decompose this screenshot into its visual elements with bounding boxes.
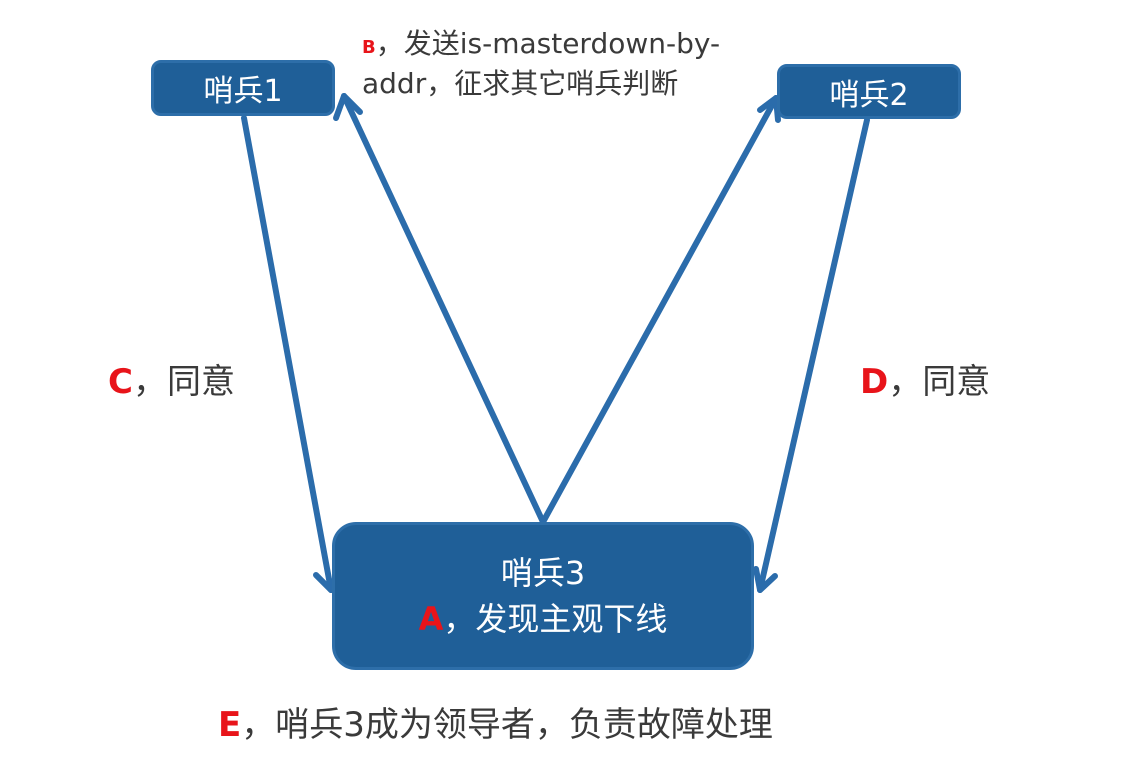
sentinel-3-status: A，发现主观下线 bbox=[419, 596, 668, 642]
arrow-c-to-sentinel-3 bbox=[241, 115, 334, 593]
step-c-letter: C bbox=[108, 362, 133, 402]
arrow-b-to-sentinel-1 bbox=[341, 93, 546, 525]
arrow-d-to-sentinel-3 bbox=[757, 117, 870, 593]
step-b-line-1: B，发送is-masterdown-by- bbox=[362, 26, 720, 66]
step-d-letter: D bbox=[860, 362, 889, 402]
step-c-text: ，同意 bbox=[132, 362, 235, 402]
sentinel-1-label: 哨兵1 bbox=[203, 74, 283, 109]
arrow-b-to-sentinel-2 bbox=[540, 95, 779, 525]
step-e-text: ，哨兵3成为领导者，负责故障处理 bbox=[241, 705, 773, 745]
step-a-letter: A bbox=[418, 600, 444, 638]
step-a-text: ，发现主观下线 bbox=[443, 600, 668, 638]
step-b-label: B，发送is-masterdown-by- addr，征求其它哨兵判断 bbox=[362, 26, 720, 102]
step-b-text-1: ，发送is-masterdown-by- bbox=[375, 27, 721, 60]
sentinel-3-node: 哨兵3 A，发现主观下线 bbox=[332, 522, 754, 670]
step-b-letter: B bbox=[362, 37, 376, 58]
arrow-b-to-sentinel-1-head bbox=[333, 93, 363, 121]
step-e-label: E，哨兵3成为领导者，负责故障处理 bbox=[218, 697, 773, 746]
arrow-d-to-sentinel-3-head bbox=[753, 566, 778, 593]
sentinel-2-node: 哨兵2 bbox=[777, 64, 961, 119]
step-e-letter: E bbox=[218, 705, 242, 745]
step-c-label: C，同意 bbox=[108, 354, 235, 403]
step-b-line-2: addr，征求其它哨兵判断 bbox=[362, 67, 679, 100]
sentinel-3-label: 哨兵3 bbox=[500, 553, 586, 592]
step-d-label: D，同意 bbox=[860, 354, 990, 403]
sentinel-1-node: 哨兵1 bbox=[151, 60, 335, 116]
sentinel-2-label: 哨兵2 bbox=[829, 77, 909, 113]
step-d-text: ，同意 bbox=[888, 362, 991, 402]
